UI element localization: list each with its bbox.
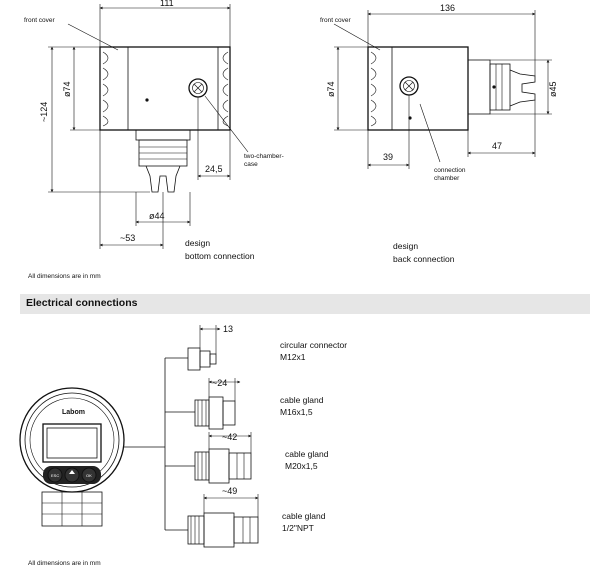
caption-bottom-connection: bottom connection	[185, 251, 255, 261]
label-connection-chamber: connection	[434, 167, 466, 174]
connector-npt: ~49 cable gland 1/2"NPT	[187, 486, 326, 548]
connection-bracket	[124, 357, 195, 531]
connector-npt-size: 1/2"NPT	[282, 523, 314, 533]
label-two-chamber-case-2: case	[244, 161, 258, 168]
brand-label: Labom	[62, 409, 85, 416]
connector-m16-size: M16x1,5	[280, 407, 313, 417]
dim-39: 39	[383, 152, 393, 162]
caption-design-right: design	[393, 241, 418, 251]
dim-124: ~124	[39, 102, 49, 122]
note-dimensions-top: All dimensions are in mm	[28, 273, 101, 280]
dim-13: 13	[223, 324, 233, 334]
device-front-view: Labom ESC OK	[19, 387, 125, 527]
connector-m20-name: cable gland	[285, 449, 329, 459]
dim-diameter-44: ø44	[149, 211, 165, 221]
housing-outline	[99, 46, 231, 131]
bottom-connection-drawing: 111 ~124 ø74 24,5 ø44 ~53 front cover tw…	[24, 0, 284, 261]
connector-m12-name: circular connector	[280, 340, 347, 350]
connector-m12-size: M12x1	[280, 352, 306, 362]
dim-53: ~53	[120, 233, 135, 243]
connector-m16: ~24 cable gland M16x1,5	[194, 378, 324, 430]
back-connection-drawing: 136 ø74 ø45 39 47 front cover connection…	[320, 3, 558, 264]
device-display	[42, 423, 102, 463]
label-front-cover-right: front cover	[320, 17, 352, 24]
label-connection-chamber-2: chamber	[434, 175, 460, 182]
section-header-band	[20, 294, 590, 314]
caption-design-left: design	[185, 238, 210, 248]
dim-136: 136	[440, 3, 455, 13]
key-ok: OK	[86, 473, 92, 478]
dim-diameter-74-back: ø74	[326, 81, 336, 97]
dim-49: ~49	[222, 486, 237, 496]
label-front-cover-left: front cover	[24, 17, 56, 24]
key-esc: ESC	[51, 473, 59, 478]
section-title: Electrical connections	[26, 297, 138, 309]
connector-m20: ~42 cable gland M20x1,5	[194, 432, 329, 484]
dim-diameter-74: ø74	[62, 81, 72, 97]
dim-24: ~24	[212, 378, 227, 388]
connector-m12: 13 circular connector M12x1	[187, 324, 347, 371]
label-two-chamber-case: two-chamber-	[244, 153, 284, 160]
connector-npt-name: cable gland	[282, 511, 326, 521]
connector-m20-size: M20x1,5	[285, 461, 318, 471]
connector-m16-name: cable gland	[280, 395, 324, 405]
dim-diameter-45: ø45	[548, 81, 558, 97]
note-dimensions-bottom: All dimensions are in mm	[28, 560, 101, 567]
dim-24-5: 24,5	[205, 164, 223, 174]
dim-42: ~42	[222, 432, 237, 442]
caption-back-connection: back connection	[393, 254, 455, 264]
dim-47: 47	[492, 141, 502, 151]
dim-111: 111	[160, 0, 174, 8]
